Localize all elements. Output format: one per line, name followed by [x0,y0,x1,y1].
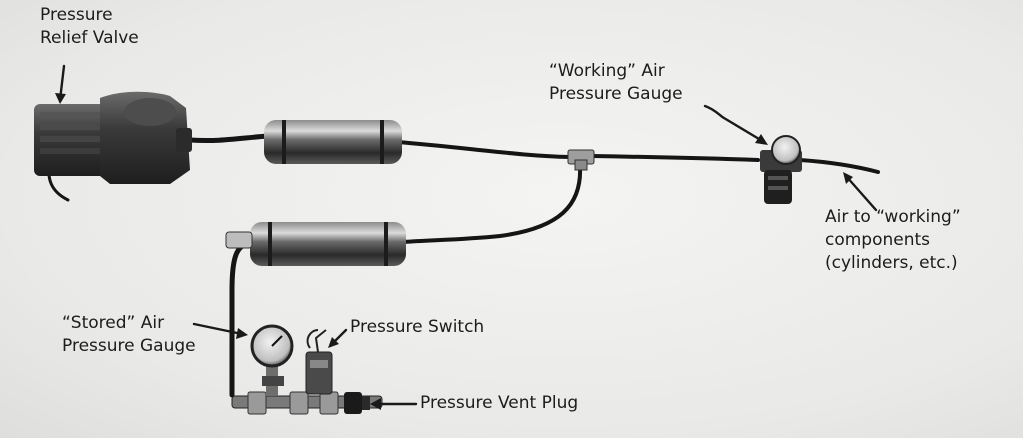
pressure-switch-icon [305,329,333,395]
working-gauge-leader [703,104,768,145]
hose-tee-to-regulator [590,154,760,162]
label-line: Relief Valve [40,28,139,48]
vent-plug-leader [370,398,418,410]
hose-compressor-to-tank [187,133,271,144]
label-line: Pressure Gauge [549,84,683,104]
hose-regulator-out [798,158,880,174]
label-relief-valve: Pressure Relief Valve [40,4,139,50]
label-line: Air to “working” [825,207,961,227]
hose-tee-to-lower-tank [402,164,583,244]
label-working-gauge: “Working” Air Pressure Gauge [549,60,683,106]
vent-plug-icon [344,392,370,414]
label-line: Pressure Gauge [62,336,196,356]
air-tank-icon-stored [225,222,406,266]
label-line: Pressure Switch [350,317,485,337]
label-line: (cylinders, etc.) [825,253,958,273]
hose-lower-tank-to-manifold [229,239,255,398]
air-tank-icon [264,120,402,164]
compressor-icon [34,91,192,184]
label-line: Pressure [40,5,113,25]
label-stored-gauge: “Stored” Air Pressure Gauge [62,312,196,358]
pressure-switch-leader [328,328,348,348]
label-line: Pressure Vent Plug [420,393,579,413]
leader-lines [55,64,878,410]
pressure-gauge-icon [250,324,294,396]
regulator-icon [760,135,802,204]
label-line: “Working” Air [549,61,665,81]
relief-valve-leader [55,64,66,104]
label-pressure-switch: Pressure Switch [350,316,484,339]
label-line: “Stored” Air [62,313,165,333]
label-vent-plug: Pressure Vent Plug [420,392,578,415]
air-out-leader [843,172,878,212]
stored-gauge-leader [192,322,248,339]
tee-fitting-icon [567,149,595,171]
label-air-out: Air to “working” components (cylinders, … [825,206,961,275]
hose-tank-to-tee [396,140,572,159]
label-line: components [825,230,931,250]
